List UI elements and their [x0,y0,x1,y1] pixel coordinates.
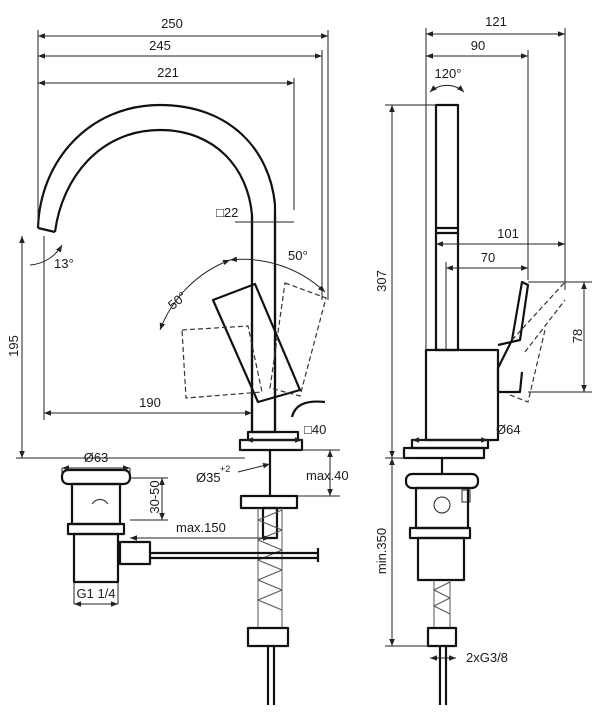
lever-handle [211,282,302,404]
dim-max-150: max.150 [176,520,226,535]
dim-diameter-63: Ø63 [84,450,109,465]
dim-2x-g-3-8: 2xG3/8 [466,650,508,665]
dim-angle-13: 13° [54,256,74,271]
dim-angle-120: 120° [435,66,462,81]
dim-diameter-64: Ø64 [496,422,521,437]
side-lever [496,280,530,394]
dim-diameter-35: Ø35 [196,470,221,485]
side-pop-up-waste [404,472,480,582]
dim-250: 250 [161,16,183,31]
dim-square-22: □22 [216,205,238,220]
dim-121: 121 [485,14,507,29]
dim-70: 70 [481,250,495,265]
spout [36,103,277,430]
dim-30-50: 30-50 [147,480,162,513]
dim-angle-50-right: 50° [288,248,308,263]
supply-hose [257,508,283,628]
dim-78: 78 [570,329,585,343]
dim-g-1-1-4: G1 1/4 [76,586,115,601]
dim-221: 221 [157,65,179,80]
dim-angle-50-left: 50° [165,288,190,312]
lever-handle-left-position [181,325,263,399]
pop-up-waste [60,468,320,584]
front-view [16,30,340,705]
dim-diameter-35-tolerance: +2 [220,464,230,474]
side-view [385,28,592,705]
dim-245: 245 [149,38,171,53]
dim-max-40: max.40 [306,468,349,483]
dim-square-40: □40 [304,422,326,437]
side-body [424,348,500,442]
dim-90: 90 [471,38,485,53]
dim-min-350: min.350 [374,528,389,574]
dim-307: 307 [374,270,389,292]
lever-handle-right-position [269,282,327,397]
dim-190: 190 [139,395,161,410]
dim-195: 195 [6,335,21,357]
dim-101: 101 [497,226,519,241]
